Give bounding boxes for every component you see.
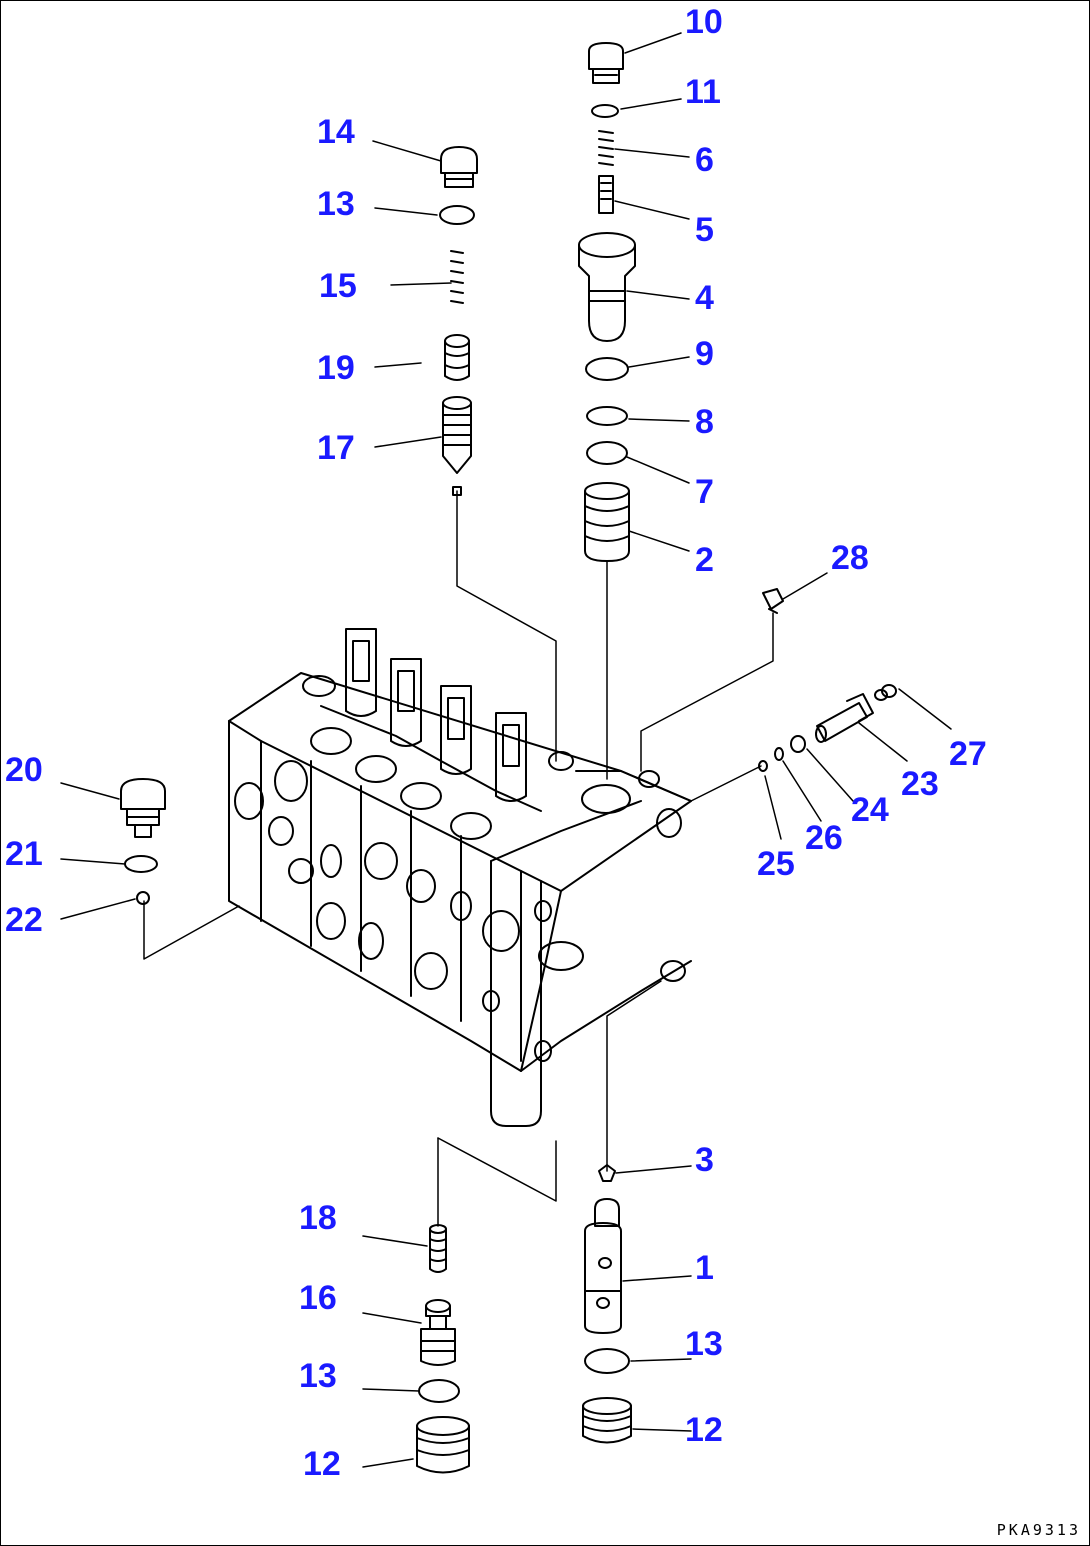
callout-4[interactable]: 4 (695, 279, 714, 317)
callout-22[interactable]: 22 (5, 901, 43, 939)
part-23-valve (815, 693, 874, 743)
part-18-spring (429, 1224, 447, 1273)
callout-12-left[interactable]: 12 (303, 1445, 341, 1483)
callout-12-right[interactable]: 12 (685, 1411, 723, 1449)
part-9-o-ring (585, 357, 629, 381)
part-12-plug-left (416, 1416, 470, 1474)
callout-1[interactable]: 1 (695, 1249, 714, 1287)
part-24-o-ring (790, 735, 806, 753)
part-7-o-ring (586, 441, 628, 465)
callout-13-lower-right[interactable]: 13 (685, 1325, 723, 1363)
callout-6[interactable]: 6 (695, 141, 714, 179)
callout-2[interactable]: 2 (695, 541, 714, 579)
callout-27[interactable]: 27 (949, 735, 987, 773)
top-ports (302, 675, 692, 862)
assembly-lines (143, 490, 774, 1227)
callout-leaders (60, 32, 952, 1468)
part-5-poppet (598, 175, 614, 214)
callout-13-top[interactable]: 13 (317, 185, 355, 223)
callout-18[interactable]: 18 (299, 1199, 337, 1237)
part-25-o-ring (758, 760, 768, 772)
part-3-plug (598, 1164, 616, 1182)
callout-5[interactable]: 5 (695, 211, 714, 249)
callout-28[interactable]: 28 (831, 539, 869, 577)
callout-26[interactable]: 26 (805, 819, 843, 857)
part-4-relief-valve-body (578, 232, 636, 342)
callout-20[interactable]: 20 (5, 751, 43, 789)
part-13-o-ring-lower-right (584, 1348, 630, 1374)
part-12-plug-right (582, 1397, 632, 1444)
callout-3[interactable]: 3 (695, 1141, 714, 1179)
callout-11[interactable]: 11 (685, 73, 721, 111)
part-21-o-ring (124, 855, 158, 873)
control-valve-body (228, 672, 692, 1127)
part-13-o-ring-lower-left (418, 1379, 460, 1403)
part-1-spool-valve (584, 1198, 622, 1334)
callout-21[interactable]: 21 (5, 835, 43, 873)
part-10-plug (588, 42, 624, 84)
part-26-backup-ring (774, 747, 784, 761)
callout-10[interactable]: 10 (685, 3, 723, 41)
callout-25[interactable]: 25 (757, 845, 795, 883)
callout-13-lower-left[interactable]: 13 (299, 1357, 337, 1395)
part-15-spring (450, 250, 464, 304)
callout-8[interactable]: 8 (695, 403, 714, 441)
callout-24[interactable]: 24 (851, 791, 889, 829)
part-20-plug (120, 778, 166, 838)
callout-9[interactable]: 9 (695, 335, 714, 373)
part-13-o-ring-top (439, 205, 475, 225)
part-6-spring (598, 130, 614, 166)
part-19-spring (444, 334, 470, 381)
part-8-backup-ring (586, 406, 628, 426)
part-27-o-ring-edge (874, 689, 888, 701)
callout-19[interactable]: 19 (317, 349, 355, 387)
part-14-plug (440, 146, 478, 188)
callout-14[interactable]: 14 (317, 113, 355, 151)
part-16-check-valve (420, 1299, 456, 1366)
part-22-ball (136, 891, 150, 905)
part-11-o-ring (591, 104, 619, 118)
callout-17[interactable]: 17 (317, 429, 355, 467)
callout-15[interactable]: 15 (319, 267, 357, 305)
part-17-check-valve (442, 396, 472, 496)
spool-clevises (320, 628, 542, 812)
drawing-reference-code: PKA9313 (996, 1521, 1081, 1539)
callout-16[interactable]: 16 (299, 1279, 337, 1317)
callout-7[interactable]: 7 (695, 473, 714, 511)
part-28-plug (762, 588, 784, 614)
callout-23[interactable]: 23 (901, 765, 939, 803)
part-2-main-relief-valve (584, 482, 630, 562)
